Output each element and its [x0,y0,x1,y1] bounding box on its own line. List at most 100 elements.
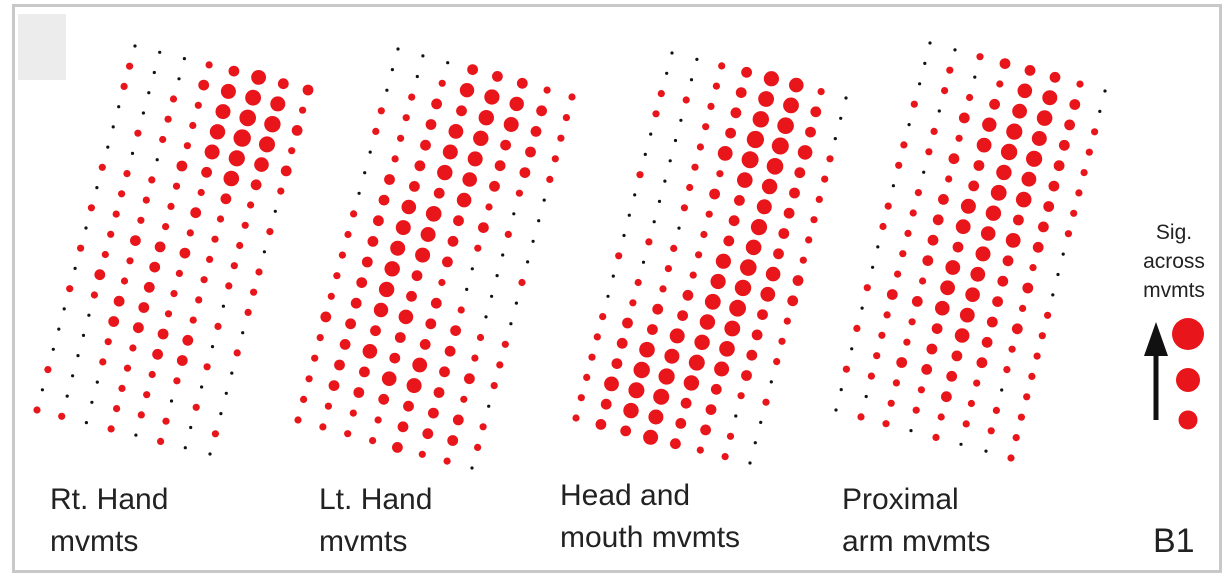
electrode-sig-medium [378,194,390,206]
electrode-sig-medium [431,98,442,110]
electrode-sig-small [104,338,112,346]
electrode-sig-small [895,161,903,169]
electrode-sig-small [1017,413,1025,421]
electrode-sig-small [930,127,938,135]
electrode-nonsig [657,199,662,203]
electrode-sig-large [935,300,950,316]
electrode-sig-small [515,189,524,197]
electrode-nonsig [501,253,505,257]
electrode-sig-medium [433,187,445,199]
electrode-nonsig [689,78,694,82]
electrode-sig-large [264,116,281,133]
electrode-sig-small [397,134,405,142]
electrode-sig-small [255,268,263,276]
electrode-sig-small [203,363,211,371]
electrode-sig-medium [1002,255,1014,267]
electrode-nonsig [734,414,738,418]
electrode-sig-medium [176,355,188,366]
electrode-nonsig [611,274,615,278]
electrode-sig-small [941,87,949,95]
electrode-sig-medium [525,146,536,158]
electrode-sig-small [118,190,126,198]
electrode-sig-large [771,137,789,155]
electrode-sig-small [946,66,954,74]
electrode-sig-small [842,365,851,373]
electrode-sig-medium [228,65,240,77]
electrode-sig-medium [675,418,687,429]
electrode-nonsig [531,239,535,243]
electrode-sig-medium [478,222,489,234]
electrode-sig-medium [922,255,934,266]
electrode-sig-small [98,163,106,171]
electrode-sig-medium [741,66,752,78]
electrode-sig-small [58,412,66,420]
electrode-nonsig [891,184,896,188]
electrode-nonsig [1000,388,1004,392]
electrode-nonsig [95,186,99,190]
electrode-sig-small [670,244,678,252]
electrode-sig-large [976,137,992,153]
electrode-sig-medium [149,261,161,273]
electrode-sig-medium [989,98,1000,110]
electrode-sig-small [712,82,721,90]
electrode-sig-medium [700,424,711,436]
electrode-sig-medium [339,339,351,350]
electrode-sig-medium [728,215,740,227]
electrode-sig-large [381,371,397,387]
electrode-sig-small [1003,366,1011,374]
electrode-sig-medium [1013,214,1024,226]
electrode-sig-large [714,361,730,377]
electrode-sig-large [604,376,619,392]
electrode-nonsig [1051,293,1055,297]
electrode-sig-small [696,446,704,454]
electrode-nonsig [509,322,513,326]
electrode-sig-medium [154,241,166,253]
electrode-sig-large [960,198,976,214]
electrode-sig-large [1042,90,1058,106]
electrode-sig-small [241,221,249,229]
electrode-sig-small [250,288,258,296]
electrode-sig-large [760,286,776,302]
electrode-nonsig [833,137,837,141]
electrode-nonsig [850,347,854,351]
electrode-sig-small [583,373,591,381]
electrode-sig-small [1064,230,1072,238]
electrode-sig-medium [384,174,395,185]
electrode-sig-medium [447,235,459,247]
electrode-sig-medium [911,296,923,307]
electrode-sig-medium [428,407,439,419]
electrode-sig-small [1091,128,1099,136]
electrode-nonsig [860,306,864,310]
electrode-sig-small [815,195,823,203]
electrode-sig-medium [931,323,943,334]
electrode-sig-medium [425,318,437,330]
electrode-sig-small [903,338,911,346]
caption-line: mvmts [50,525,139,558]
electrode-nonsig [871,265,875,269]
electrode-sig-small [490,382,498,390]
electrode-sig-medium [198,79,210,91]
electrode-sig-large [1006,123,1023,140]
electrode-sig-small [1029,264,1037,272]
electrode-nonsig [864,394,868,399]
electrode-nonsig [106,145,110,149]
electrode-sig-small [148,370,156,379]
electrode-sig-small [319,423,327,431]
electrode-sig-large [763,71,780,87]
electrode-sig-medium [442,256,453,268]
electrode-nonsig [673,138,678,143]
electrode-nonsig [65,394,69,398]
electrode-sig-small [169,95,178,103]
electrode-sig-small [247,201,255,209]
electrode-sig-medium [1024,65,1036,76]
electrode-sig-large [724,320,741,337]
electrode-sig-medium [444,345,456,357]
electrode-nonsig [1061,252,1065,256]
electrode-sig-small [216,215,225,223]
electrode-sig-small [873,352,881,360]
electrode-sig-small [1080,169,1088,177]
electrode-sig-small [562,114,571,122]
electrode-sig-medium [190,207,202,219]
electrode-sig-small [474,244,482,252]
caption-line: Lt. Hand [319,483,433,516]
